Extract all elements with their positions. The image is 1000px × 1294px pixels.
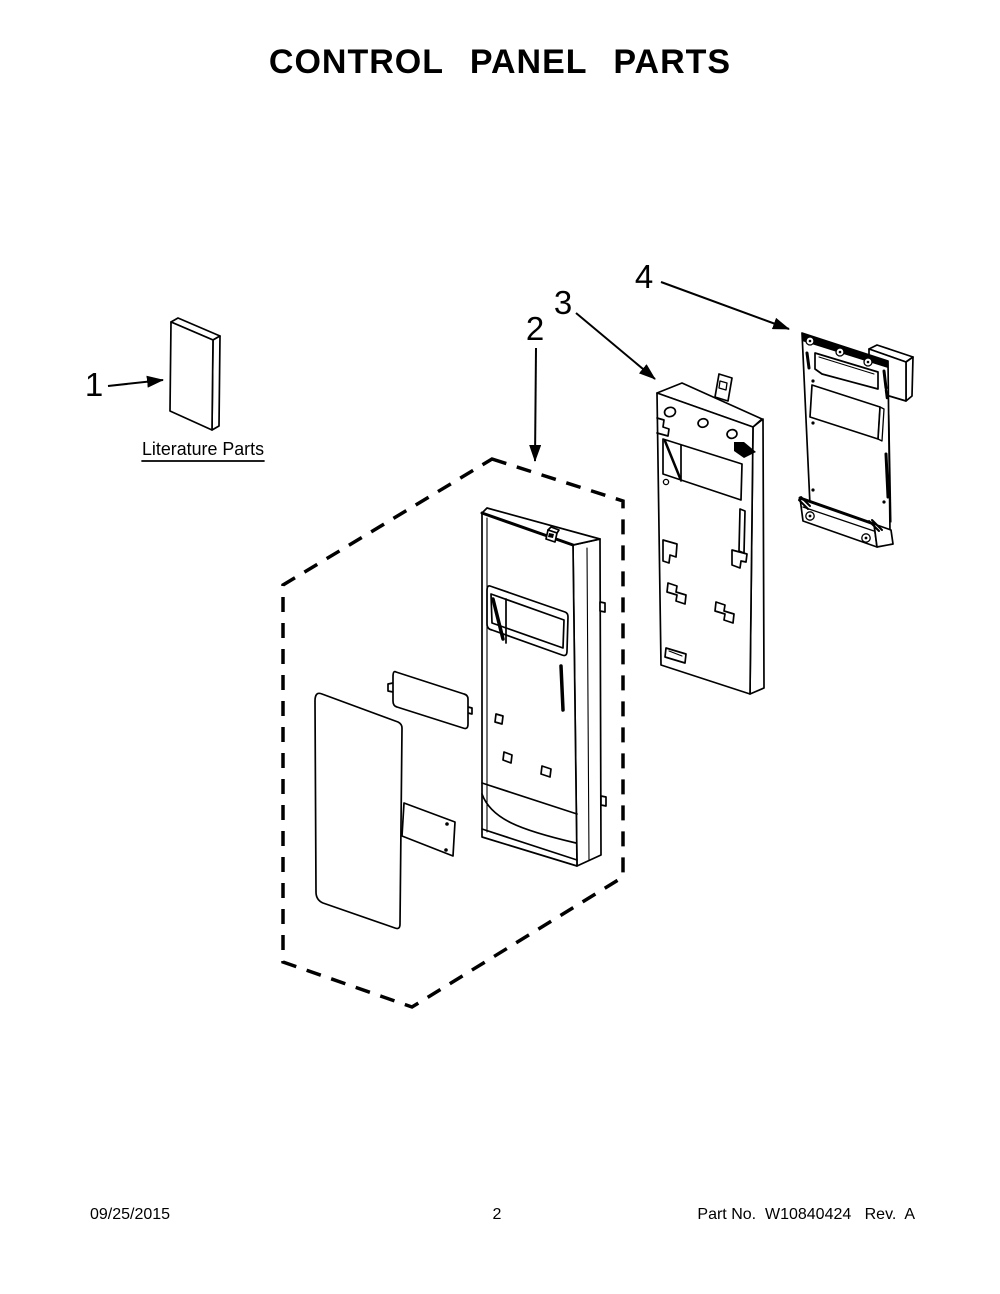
assembly-boundary-dashed bbox=[281, 457, 625, 1009]
slot-mark bbox=[884, 388, 889, 400]
bracket-window-brace bbox=[663, 439, 682, 480]
callout-1: 1 bbox=[85, 366, 164, 403]
slot-mark bbox=[805, 351, 811, 370]
callout-2: 2 bbox=[526, 310, 544, 462]
bracket-hole bbox=[697, 417, 709, 429]
bracket-zigzag-cutout bbox=[666, 582, 687, 605]
control-bracket bbox=[656, 373, 765, 695]
hatch-mark bbox=[798, 499, 809, 510]
display-window-bezel bbox=[486, 585, 569, 657]
panel-slot-cutout bbox=[502, 751, 513, 764]
callout-number: 1 bbox=[85, 366, 103, 403]
bottom-rail-inner-line bbox=[802, 506, 875, 532]
screw-dot bbox=[808, 339, 812, 343]
slot-mark bbox=[882, 369, 888, 390]
literature-parts-label: Literature Parts bbox=[142, 439, 264, 459]
rear-bracket-edge-line bbox=[888, 414, 892, 523]
callout-number: 4 bbox=[635, 258, 653, 295]
bracket-hole bbox=[726, 428, 738, 440]
rivet-dot bbox=[811, 488, 815, 492]
callout-arrow bbox=[575, 312, 656, 380]
bracket-hole bbox=[663, 406, 677, 418]
hatch-mark bbox=[868, 520, 880, 532]
rear-bracket bbox=[798, 332, 914, 548]
callout-3: 3 bbox=[554, 284, 656, 380]
literature-part bbox=[169, 317, 221, 431]
screw-plate bbox=[401, 802, 456, 857]
bottom-rail-top-edge bbox=[798, 496, 876, 526]
bracket-zigzag-cutout bbox=[714, 601, 735, 624]
bracket-step-cutout bbox=[662, 539, 678, 564]
right-edge-slot bbox=[884, 452, 890, 499]
raised-panel-edge bbox=[877, 406, 885, 442]
plate-screw-dot bbox=[444, 848, 448, 852]
bracket-latch-hook bbox=[734, 442, 756, 458]
cover-right-tab bbox=[467, 706, 473, 715]
lower-band-curve bbox=[481, 793, 577, 844]
callout-4: 4 bbox=[635, 258, 790, 330]
panel-side-crease bbox=[586, 547, 590, 861]
display-window-opening bbox=[490, 593, 565, 649]
rivet-dot bbox=[811, 379, 815, 383]
panel-side-clip bbox=[599, 601, 606, 613]
plate-body bbox=[401, 802, 456, 857]
panel-slot-cutout bbox=[540, 765, 552, 778]
connector-box-side bbox=[905, 356, 914, 402]
screw-dot bbox=[866, 360, 870, 364]
control-panel-frame bbox=[480, 507, 607, 867]
footer-part-info: Part No. W10840424 Rev. A bbox=[697, 1206, 915, 1223]
access-cover bbox=[387, 670, 473, 730]
screw-dot bbox=[864, 536, 868, 540]
hatch-mark bbox=[871, 519, 883, 531]
book-front-cover bbox=[169, 321, 214, 431]
lower-band-bottom-line bbox=[481, 828, 578, 861]
rivet-dot bbox=[882, 500, 886, 504]
callout-arrow bbox=[660, 281, 790, 330]
lower-band-top-line bbox=[481, 782, 578, 815]
bracket-bottom-slot-line bbox=[668, 650, 683, 657]
callout-number: 3 bbox=[554, 284, 572, 321]
membrane-panel-sheet bbox=[314, 692, 403, 930]
callout-arrow bbox=[529, 347, 542, 462]
rear-bracket-recess bbox=[814, 352, 879, 390]
bracket-step-cutout bbox=[731, 549, 748, 569]
panel-side-clip bbox=[600, 795, 607, 807]
cover-left-tab bbox=[387, 682, 394, 693]
bracket-bottom-slot bbox=[664, 647, 687, 664]
panel-right-rib bbox=[559, 664, 565, 712]
panel-tab-hole bbox=[548, 533, 554, 538]
plate-screw-dot bbox=[445, 822, 449, 826]
footer-page-number: 2 bbox=[493, 1206, 502, 1223]
callout-number: 2 bbox=[526, 310, 544, 347]
page-title: CONTROL PANEL PARTS bbox=[269, 43, 731, 81]
hatch-mark bbox=[800, 496, 811, 507]
bracket-small-hole bbox=[662, 478, 670, 486]
bracket-display-opening bbox=[662, 438, 743, 501]
callout-arrow bbox=[107, 375, 164, 388]
rivet-dot bbox=[811, 421, 815, 425]
cover-body bbox=[392, 670, 469, 730]
footer-date: 09/25/2015 bbox=[90, 1206, 170, 1223]
panel-top-edge bbox=[480, 511, 575, 547]
recess-inner-line bbox=[818, 356, 875, 375]
bracket-top-tab bbox=[714, 373, 733, 402]
display-window-corner-brace bbox=[491, 597, 505, 641]
bracket-left-notch bbox=[656, 417, 670, 437]
bracket-tab-hole bbox=[718, 380, 728, 391]
screw-dot bbox=[808, 514, 812, 518]
screw-dot bbox=[838, 350, 842, 354]
panel-slot-cutout bbox=[494, 713, 504, 725]
